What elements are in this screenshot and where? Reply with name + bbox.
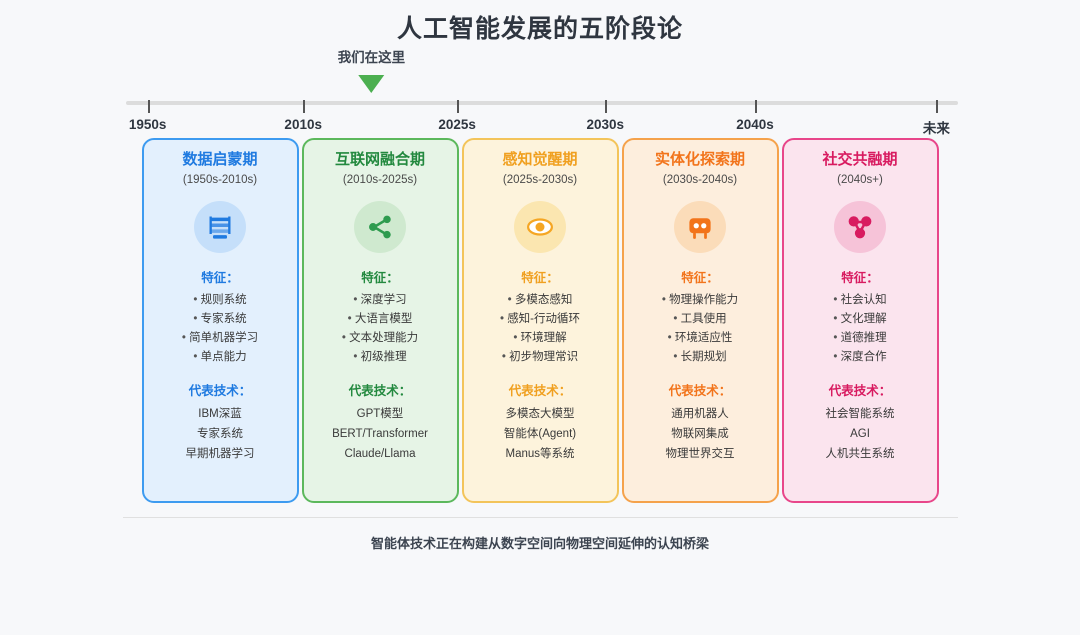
share-nodes-icon — [354, 200, 406, 253]
tech-item: 智能体(Agent) — [503, 427, 577, 440]
tech-item: 物理世界交互 — [665, 447, 735, 460]
timeline-tick — [605, 100, 608, 113]
features-heading: 特征： — [201, 270, 239, 285]
tech-item: 多模态大模型 — [505, 407, 575, 420]
tech-heading: 代表技术： — [828, 383, 892, 398]
stage-title: 互联网融合期 — [334, 151, 425, 168]
features-list: 深度学习大语言模型文本处理能力初级推理 — [312, 291, 449, 367]
tech-item: 人机共生系统 — [825, 447, 895, 460]
feature-item: 长期规划 — [632, 348, 769, 367]
tech-item: Manus等系统 — [505, 447, 575, 460]
timeline-tick-label: 2025s — [438, 117, 476, 132]
features-heading: 特征： — [841, 270, 879, 285]
tech-item: 通用机器人 — [671, 407, 729, 420]
timeline-tick — [147, 100, 150, 113]
feature-item: 规则系统 — [152, 291, 289, 310]
stage-period: (2040s+) — [837, 173, 883, 186]
tech-item: BERT/Transformer — [332, 427, 428, 440]
timeline-tick — [936, 100, 939, 113]
timeline-tick-label: 1950s — [128, 117, 167, 132]
stage-title: 数据启蒙期 — [182, 151, 258, 168]
tech-heading: 代表技术： — [668, 383, 732, 398]
feature-item: 单点能力 — [152, 348, 289, 367]
tech-list: 通用机器人物联网集成物理世界交互 — [632, 404, 769, 464]
tech-list: 社会智能系统 AGI 人机共生系统 — [792, 404, 929, 464]
features-list: 物理操作能力工具使用环境适应性长期规划 — [632, 291, 769, 367]
tech-heading: 代表技术： — [348, 383, 412, 398]
tech-item: IBM深蓝 — [198, 407, 242, 420]
stage-card[interactable]: 互联网融合期 (2010s-2025s) 特征： 深度学习大语言模型文本处理能力… — [301, 138, 459, 503]
timeline-tick-label: 2040s — [736, 117, 774, 132]
features-heading: 特征： — [521, 270, 559, 285]
feature-item: 文本处理能力 — [312, 329, 449, 348]
timeline-tick-label: 2030s — [586, 117, 624, 132]
feature-item: 专家系统 — [152, 310, 289, 329]
features-list: 规则系统专家系统简单机器学习单点能力 — [152, 291, 289, 367]
down-triangle-marker-icon — [358, 75, 385, 94]
stage-period: (2030s-2040s) — [662, 173, 738, 186]
feature-item: 初步物理常识 — [472, 348, 609, 367]
timeline-tick-label: 未来 — [922, 121, 950, 136]
timeline-tick-label: 2010s — [284, 117, 322, 132]
timeline-tick — [457, 100, 460, 113]
feature-item: 简单机器学习 — [152, 329, 289, 348]
features-list: 社会认知文化理解道德推理深度合作 — [792, 291, 929, 367]
tech-list: IBM深蓝专家系统早期机器学习 — [152, 404, 289, 464]
stage-card-list: 数据启蒙期 (1950s-2010s) 特征： 规则系统专家系统简单机器学习单点… — [0, 138, 1080, 503]
timeline-tick — [754, 100, 757, 113]
timeline: 我们在这里 1950s 2010s 2025s 2030s 2040s 未来 — [0, 44, 1080, 136]
tech-list: 多模态大模型智能体(Agent) Manus等系统 — [472, 404, 609, 464]
footer: 智能体技术正在构建从数字空间向物理空间延伸的认知桥梁 — [122, 517, 958, 552]
feature-item: 工具使用 — [632, 310, 769, 329]
stage-title: 实体化探索期 — [654, 151, 745, 168]
tech-item: 专家系统 — [197, 427, 243, 440]
stage-period: (2025s-2030s) — [502, 173, 578, 186]
stage-card[interactable]: 数据启蒙期 (1950s-2010s) 特征： 规则系统专家系统简单机器学习单点… — [141, 138, 299, 503]
timeline-axis — [126, 101, 958, 105]
tech-heading: 代表技术： — [508, 383, 572, 398]
timeline-tick — [303, 100, 306, 113]
robot-icon — [674, 200, 726, 253]
feature-item: 深度学习 — [312, 291, 449, 310]
tech-item: GPT模型 — [356, 407, 404, 420]
features-heading: 特征： — [681, 270, 719, 285]
feature-item: 环境适应性 — [632, 329, 769, 348]
feature-item: 文化理解 — [792, 310, 929, 329]
footer-text: 智能体技术正在构建从数字空间向物理空间延伸的认知桥梁 — [370, 536, 709, 551]
tech-item: AGI — [850, 427, 870, 440]
eye-icon — [514, 200, 566, 253]
stage-card[interactable]: 感知觉醒期 (2025s-2030s) 特征： 多模态感知感知-行动循环环境理解… — [461, 138, 619, 503]
current-position-label: 我们在这里 — [337, 50, 406, 65]
stage-title: 社交共融期 — [822, 151, 898, 168]
feature-item: 环境理解 — [472, 329, 609, 348]
molecule-nodes-icon — [834, 200, 886, 253]
tech-item: 社会智能系统 — [825, 407, 895, 420]
tech-item: 早期机器学习 — [185, 447, 255, 460]
stage-period: (2010s-2025s) — [342, 173, 418, 186]
database-icon — [194, 200, 246, 253]
page-title: 人工智能发展的五阶段论 — [396, 15, 683, 43]
feature-item: 感知-行动循环 — [472, 310, 609, 329]
stage-title: 感知觉醒期 — [502, 151, 578, 168]
feature-item: 大语言模型 — [312, 310, 449, 329]
tech-item: 物联网集成 — [671, 427, 729, 440]
features-heading: 特征： — [361, 270, 399, 285]
feature-item: 深度合作 — [792, 348, 929, 367]
feature-item: 初级推理 — [312, 348, 449, 367]
feature-item: 物理操作能力 — [632, 291, 769, 310]
feature-item: 道德推理 — [792, 329, 929, 348]
feature-item: 社会认知 — [792, 291, 929, 310]
tech-item: Claude/Llama — [344, 447, 416, 460]
stage-card[interactable]: 实体化探索期 (2030s-2040s) 特征： 物理操作能力工具使用环境适应性… — [621, 138, 779, 503]
tech-heading: 代表技术： — [188, 383, 252, 398]
feature-item: 多模态感知 — [472, 291, 609, 310]
stage-card[interactable]: 社交共融期 (2040s+) 特征： 社会认知文化理解道德推理深度合作 代表技术… — [781, 138, 939, 503]
features-list: 多模态感知感知-行动循环环境理解初步物理常识 — [472, 291, 609, 367]
current-position-marker: 我们在这里 — [337, 50, 406, 94]
stage-period: (1950s-2010s) — [182, 173, 258, 186]
